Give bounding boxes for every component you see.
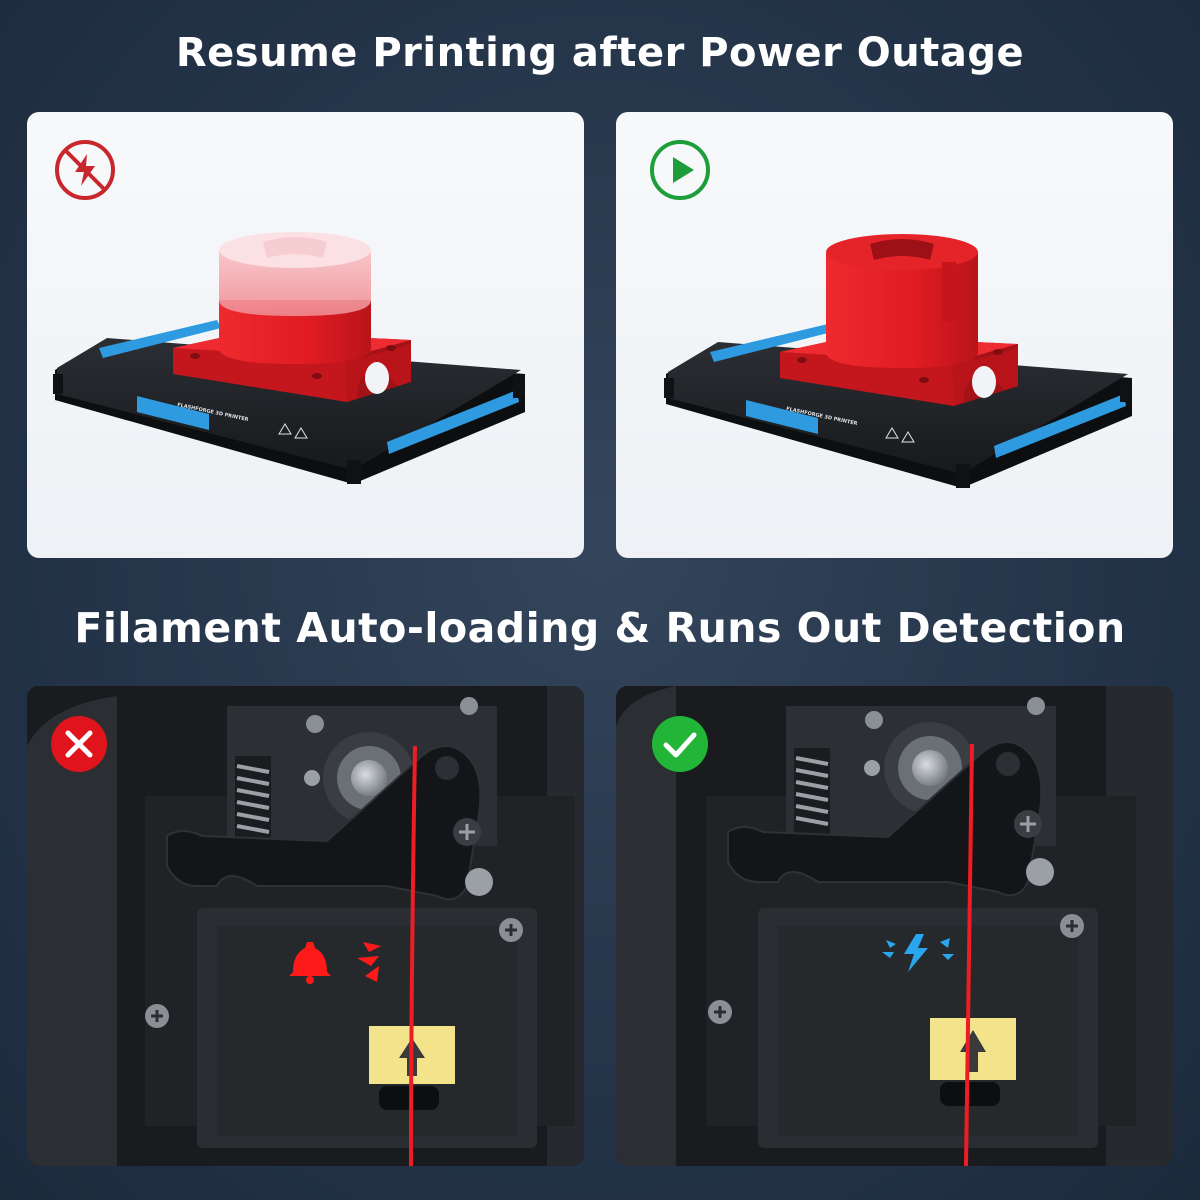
- check-icon: [652, 716, 708, 772]
- power-outage-failed-panel: FLASHFORGE 3D PRINTER: [27, 112, 584, 558]
- bed-clip: [994, 394, 1126, 458]
- printed-cylinder: [219, 300, 371, 364]
- printer-housing: [616, 686, 676, 1166]
- power-outage-resumed-panel: FLASHFORGE 3D PRINTER: [616, 112, 1173, 558]
- filament-strand: [409, 745, 417, 1166]
- tension-spring: [235, 756, 271, 846]
- lightning-icon: [882, 934, 954, 972]
- section-heading-power-resume: Resume Printing after Power Outage: [175, 30, 1025, 76]
- extruder-illustration: [27, 686, 584, 1166]
- no-power-icon: [55, 140, 115, 200]
- print-bed-illustration: FLASHFORGE 3D PRINTER: [53, 232, 525, 484]
- play-icon: [650, 140, 710, 200]
- printer-housing: [27, 696, 117, 1166]
- bed-clip: [99, 320, 221, 358]
- filament-strand: [964, 743, 974, 1166]
- filament-detected-panel: [616, 686, 1173, 1166]
- print-bed-illustration: FLASHFORGE 3D PRINTER: [664, 234, 1132, 488]
- cross-icon: [51, 716, 107, 772]
- unprinted-cylinder: [219, 250, 371, 316]
- printed-cylinder: [826, 252, 978, 368]
- bell-icon: [289, 942, 381, 984]
- bed-clip: [387, 390, 519, 454]
- bed-clip: [710, 324, 832, 362]
- filament-runout-alert-panel: [27, 686, 584, 1166]
- section-heading-filament-detection: Filament Auto-loading & Runs Out Detecti…: [74, 604, 1126, 652]
- extruder-illustration: [616, 686, 1173, 1166]
- extruder-lever: [727, 741, 1043, 897]
- bed-clip: [137, 396, 209, 430]
- bed-clip: [746, 400, 818, 434]
- tension-spring: [794, 748, 830, 838]
